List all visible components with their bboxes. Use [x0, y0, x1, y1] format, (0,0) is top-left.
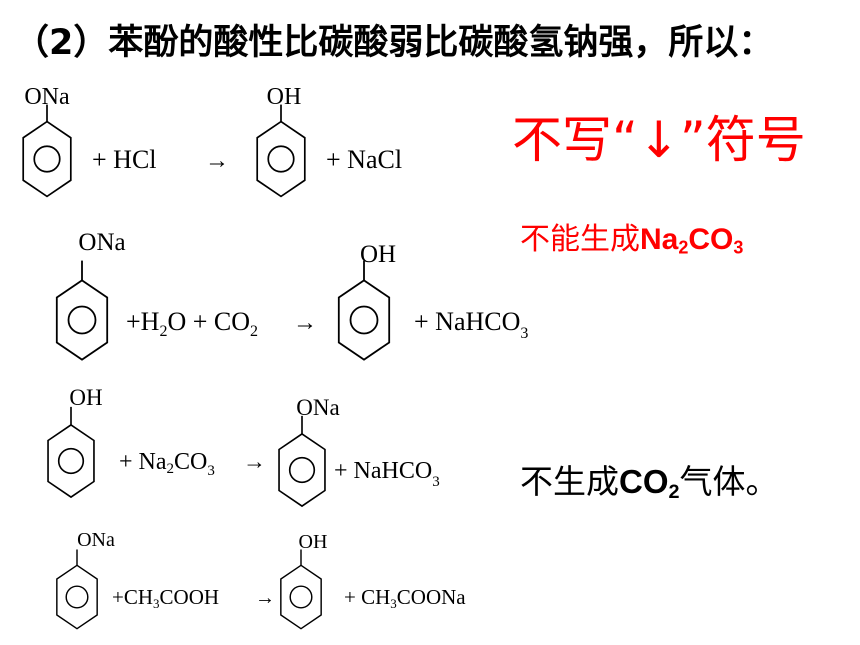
- note-na2co3-text: 不能生成: [520, 222, 640, 257]
- reagent-3a: + Na: [119, 449, 167, 475]
- note-no-arrow-pre: 不写“: [512, 111, 638, 169]
- reagent-3a-sub: 2: [167, 461, 175, 477]
- product-ring-2: [337, 260, 391, 361]
- reagent-4: +CH3COOH: [112, 585, 219, 611]
- reactant-ring-1: [22, 104, 72, 198]
- arrow-2: →: [293, 310, 317, 336]
- product-ring-1: [256, 104, 306, 198]
- byproduct-3a: + NaHCO: [334, 458, 432, 484]
- arrow-4: →: [255, 587, 275, 609]
- reagent-4a-sub: 3: [153, 596, 160, 611]
- reagent-1: + HCl: [92, 145, 157, 174]
- reactant-ring-2: [55, 260, 109, 361]
- product-group-4: OH: [299, 531, 328, 553]
- reagent-3b: CO: [174, 449, 207, 475]
- slide-heading: （2）苯酚的酸性比碳酸弱比碳酸氢钠强，所以：: [14, 23, 774, 63]
- reactant-ring-3: [47, 406, 95, 499]
- product-group-2: OH: [360, 241, 396, 268]
- byproduct-4: + CH3COONa: [344, 585, 466, 611]
- reagent-2a-sub: 2: [159, 323, 167, 340]
- byproduct-3-sub: 3: [432, 474, 440, 490]
- reaction-1: ONa + HCl → OH + NaCl: [22, 84, 402, 198]
- reagent-3: + Na2CO3: [119, 449, 215, 479]
- note-co2-sub: 2: [668, 480, 680, 503]
- reaction-2: ONa +H2O + CO2 → OH + NaHCO3: [55, 229, 528, 361]
- reagent-2b-sub: 2: [250, 323, 258, 340]
- arrow-1: →: [205, 148, 229, 174]
- down-arrow-symbol: ↓: [637, 111, 680, 169]
- reagent-2: +H2O + CO2: [126, 307, 258, 340]
- product-group-1: OH: [267, 84, 302, 110]
- reaction-4: ONa +CH3COOH → OH + CH3COONa: [56, 529, 466, 630]
- arrow-3: →: [243, 449, 266, 474]
- reactant-group-4: ONa: [77, 529, 115, 551]
- product-ring-3: [278, 415, 326, 508]
- reagent-2b: O + CO: [167, 307, 250, 336]
- note-co2-tail: 气体。: [679, 462, 779, 501]
- reactant-group-2: ONa: [78, 229, 125, 256]
- reactant-ring-4: [56, 549, 98, 630]
- note-na2co3-formula: Na: [640, 223, 679, 256]
- note-no-arrow-post: ”符号: [679, 111, 806, 169]
- byproduct-3: + NaHCO3: [334, 458, 440, 490]
- byproduct-1: + NaCl: [326, 145, 402, 174]
- note-no-precipitate-arrow: 不写“↓”符号: [512, 100, 806, 172]
- product-ring-4: [280, 549, 322, 630]
- note-no-sodium-carbonate: 不能生成Na2CO3: [520, 214, 743, 259]
- byproduct-2: + NaHCO3: [414, 307, 528, 342]
- note-co2-formula: CO: [619, 463, 669, 500]
- reagent-4a: +CH: [112, 585, 153, 609]
- byproduct-4a: + CH: [344, 585, 390, 609]
- note-na2co3-sub1: 2: [678, 237, 689, 258]
- product-group-3: ONa: [296, 395, 339, 420]
- reagent-2a: +H: [126, 307, 160, 336]
- byproduct-2a: + NaHCO: [414, 307, 520, 336]
- reactant-group-1: ONa: [24, 84, 70, 110]
- byproduct-2-sub: 3: [520, 325, 528, 342]
- reactant-group-3: OH: [69, 385, 102, 410]
- reagent-3b-sub: 3: [207, 463, 215, 479]
- byproduct-4-sub: 3: [390, 596, 397, 611]
- note-na2co3-mid: CO: [688, 223, 734, 256]
- byproduct-4b: COONa: [397, 585, 467, 609]
- note-na2co3-sub2: 3: [733, 237, 744, 258]
- note-co2-text: 不生成: [520, 462, 619, 501]
- reagent-4b: COOH: [160, 585, 220, 609]
- reaction-3: OH + Na2CO3 → ONa + NaHCO3: [47, 385, 440, 508]
- note-no-co2-gas: 不生成CO2气体。: [520, 455, 779, 504]
